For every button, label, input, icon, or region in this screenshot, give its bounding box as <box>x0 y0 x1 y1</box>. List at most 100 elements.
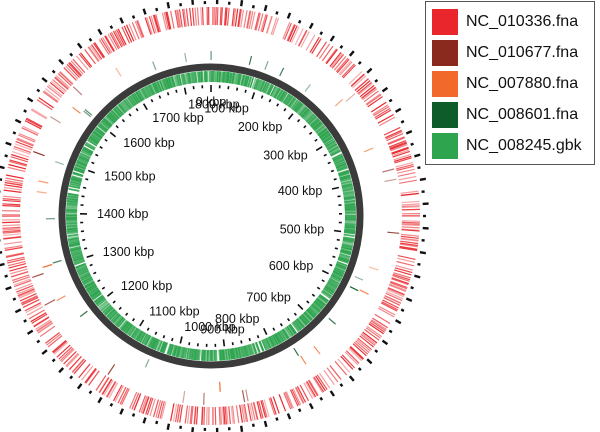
ring-segment <box>48 84 63 97</box>
ring-segment <box>316 297 327 306</box>
ring-segment <box>104 306 114 316</box>
ring-segment <box>291 322 300 333</box>
ring-segment <box>272 18 279 36</box>
ring-segment <box>174 404 180 423</box>
ring-segment <box>349 346 364 361</box>
ring-segment <box>84 49 96 65</box>
ring-segment <box>318 294 329 303</box>
ring-segment <box>100 120 110 130</box>
ring-segment <box>229 72 233 84</box>
scale-tick <box>248 337 251 342</box>
legend-item: NC_008245.gbk <box>432 130 590 161</box>
outer-tick <box>191 0 195 5</box>
ring-segment <box>382 299 399 309</box>
ring-segment <box>284 391 293 409</box>
scale-tick <box>135 108 139 112</box>
ring-segment <box>338 169 349 175</box>
ring-segment <box>161 79 167 91</box>
ring-segment <box>115 316 125 327</box>
ring-segment <box>400 190 419 194</box>
ring-segment <box>121 101 130 111</box>
kbp-label: 1600 kbp <box>123 136 174 150</box>
ring-segment <box>352 343 367 357</box>
ring-segment <box>200 7 203 26</box>
ring-segment <box>103 117 113 127</box>
ring-segment <box>119 387 129 405</box>
ring-segment <box>33 316 50 327</box>
ring-segment <box>330 275 341 282</box>
ring-segment <box>264 60 269 70</box>
ring-segment <box>292 388 302 405</box>
ring-segment <box>141 396 149 414</box>
ring-segment <box>277 331 284 343</box>
ring-segment <box>284 94 292 105</box>
ring-segment <box>329 147 340 155</box>
ring-segment <box>174 9 179 28</box>
ring-segment <box>13 145 32 154</box>
ring-segment <box>115 67 122 77</box>
scale-tick <box>97 279 101 283</box>
outer-tick <box>142 417 147 424</box>
ring-segment <box>66 207 78 210</box>
ring-segment <box>77 268 89 275</box>
ring-segment <box>15 282 33 291</box>
outer-tick <box>400 120 405 124</box>
ring-segment <box>198 349 201 361</box>
outer-tick <box>14 308 22 314</box>
outer-tick <box>240 425 244 432</box>
legend-item: NC_007880.fna <box>432 68 590 99</box>
ring-segment <box>189 8 193 27</box>
ring-segment <box>77 157 89 164</box>
scale-tick <box>85 178 89 181</box>
ring-segment <box>215 7 217 26</box>
ring-segment <box>79 154 90 161</box>
ring-segment <box>401 203 420 206</box>
ring-segment <box>156 80 163 92</box>
ring-segment <box>75 162 87 168</box>
ring-segment <box>399 245 418 250</box>
ring-segment <box>217 71 220 83</box>
ring-segment <box>334 98 344 107</box>
scale-tick <box>154 331 158 335</box>
ring-segment <box>111 313 121 323</box>
scale-tick <box>109 131 117 138</box>
ring-segment <box>363 90 379 103</box>
ring-segment <box>315 125 326 134</box>
outer-tick <box>12 131 17 135</box>
ring-segment <box>10 268 28 275</box>
ring-segment <box>81 365 94 381</box>
ring-segment <box>326 142 337 149</box>
ring-segment <box>388 140 407 148</box>
ring-segment <box>90 133 101 142</box>
comparison-rings <box>1 6 421 426</box>
outer-tick <box>26 97 34 103</box>
ring-segment <box>182 347 187 359</box>
scale-tick <box>314 138 318 142</box>
ring-segment <box>123 99 132 110</box>
ring-segment <box>249 77 255 89</box>
scale-tick <box>183 87 187 95</box>
outer-tick <box>417 166 421 170</box>
scale-tick <box>283 108 287 112</box>
ring-segment <box>299 384 310 402</box>
ring-segment <box>283 22 292 40</box>
ring-segment <box>335 163 347 169</box>
ring-segment <box>384 178 397 183</box>
ring-segment <box>59 70 74 85</box>
ring-segment <box>344 351 359 366</box>
ring-segment <box>66 203 78 206</box>
ring-segment <box>192 348 196 360</box>
ring-segment <box>395 163 414 170</box>
ring-segment <box>84 143 95 151</box>
ring-segment <box>166 343 172 355</box>
ring-segment <box>338 255 350 261</box>
scale-tick <box>89 263 93 267</box>
ring-segment <box>181 73 185 85</box>
ring-segment <box>230 72 234 84</box>
ring-segment <box>195 349 199 361</box>
scale-tick <box>276 103 280 107</box>
ring-segment <box>201 71 204 83</box>
outer-tick <box>51 69 56 74</box>
outer-tick <box>414 153 421 158</box>
ring-segment <box>226 7 230 26</box>
